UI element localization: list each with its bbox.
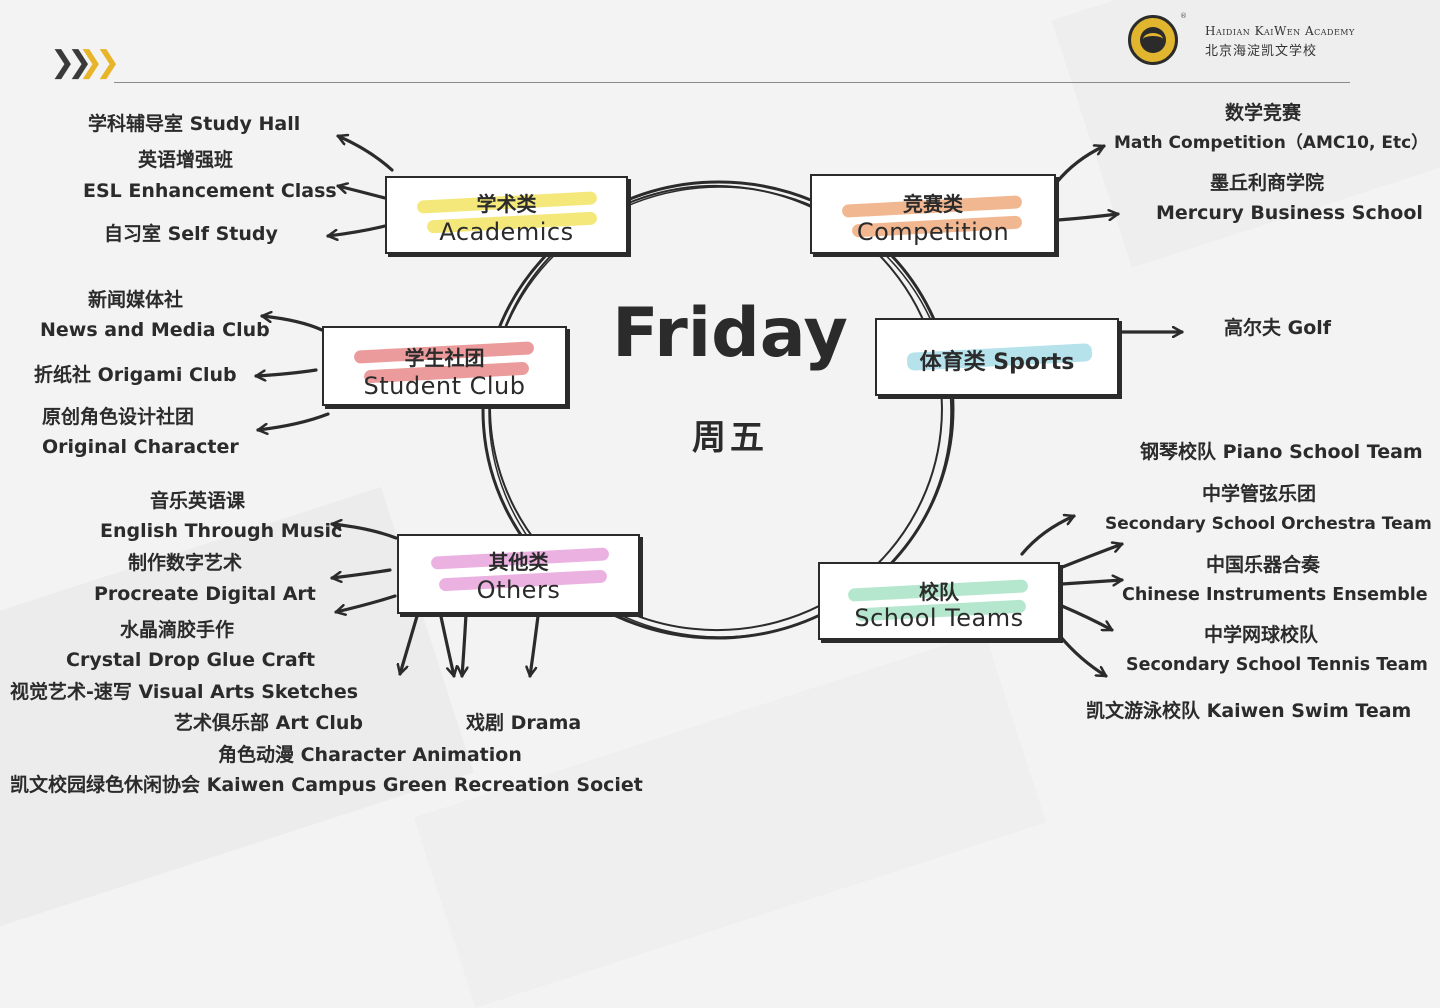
activity-label: 原创角色设计社团 — [42, 406, 195, 428]
activity-label: Crystal Drop Glue Craft — [66, 649, 316, 671]
activity-label: 视觉艺术-速写 Visual Arts Sketches — [10, 681, 359, 703]
arrow — [1055, 146, 1106, 184]
activity-label: 凯文游泳校队 Kaiwen Swim Team — [1086, 700, 1412, 722]
arrow — [1058, 544, 1124, 570]
arrow — [260, 316, 324, 332]
activity-label: 高尔夫 Golf — [1224, 317, 1332, 339]
arrow — [1020, 516, 1076, 556]
arrow — [256, 412, 330, 430]
category-title-en: Competition — [856, 218, 1010, 246]
arrow — [530, 614, 540, 678]
activity-label: 中国乐器合奏 — [1206, 554, 1321, 576]
logo-emblem — [1140, 27, 1166, 53]
activity-label: Math Competition（AMC10, Etc） — [1114, 133, 1429, 153]
arrow — [1058, 634, 1108, 678]
activity-label: Original Character — [42, 436, 239, 458]
arrow — [334, 594, 397, 612]
activity-label: 角色动漫 Character Animation — [218, 744, 522, 766]
category-student-club: 学生社团 Student Club — [322, 326, 567, 406]
category-title-en: Academics — [439, 218, 574, 246]
activity-label: 艺术俱乐部 Art Club — [174, 712, 363, 734]
activity-label: Mercury Business School — [1156, 202, 1423, 224]
school-logo — [1128, 15, 1178, 65]
category-title-en: Others — [476, 576, 561, 604]
registered-mark: ® — [1180, 12, 1187, 20]
activity-label: 英语增强班 — [138, 149, 234, 171]
activity-label: 学科辅导室 Study Hall — [88, 113, 301, 135]
category-title-cn: 学术类 — [476, 192, 537, 216]
day-title: Friday — [612, 294, 848, 373]
activity-label: 中学管弦乐团 — [1202, 483, 1317, 505]
activity-label: 自习室 Self Study — [104, 223, 278, 245]
category-title: 体育类 Sports — [919, 350, 1075, 375]
category-school-teams: 校队 School Teams — [818, 562, 1060, 640]
category-title-en: Student Club — [363, 372, 526, 400]
activity-label: 制作数字艺术 — [128, 552, 243, 574]
arrow — [330, 524, 398, 540]
bird-icon — [1143, 33, 1163, 46]
arrow — [400, 604, 422, 676]
arrow — [336, 136, 394, 172]
activity-label: ESL Enhancement Class — [83, 180, 337, 202]
activity-label: Chinese Instruments Ensemble — [1122, 585, 1428, 605]
arrow — [462, 612, 466, 678]
arrow — [326, 224, 387, 236]
arrow — [438, 610, 454, 678]
activity-label: 凯文校园绿色休闲协会 Kaiwen Campus Green Recreatio… — [10, 774, 643, 796]
activity-label: 中学网球校队 — [1204, 624, 1319, 646]
activity-label: 音乐英语课 — [150, 490, 246, 512]
category-title-cn: 校队 — [919, 580, 959, 604]
activity-label: 钢琴校队 Piano School Team — [1140, 441, 1423, 463]
arrow — [254, 368, 318, 376]
activity-label: 墨丘利商学院 — [1210, 172, 1325, 194]
category-sports: 体育类 Sports — [875, 318, 1119, 396]
school-name: Haidian KaiWen Academy — [1205, 24, 1355, 38]
arrow — [330, 568, 392, 578]
activity-label: Procreate Digital Art — [94, 583, 316, 605]
category-competition: 竞赛类 Competition — [810, 174, 1056, 254]
activity-label: English Through Music — [100, 520, 343, 542]
activity-label: 数学竞赛 — [1225, 102, 1302, 124]
activity-label: Secondary School Tennis Team — [1126, 655, 1428, 675]
activity-label: 新闻媒体社 — [88, 289, 184, 311]
header-divider — [114, 82, 1350, 83]
category-title-cn: 其他类 — [488, 550, 549, 574]
arrow — [1060, 604, 1114, 632]
activity-label: 水晶滴胶手作 — [120, 619, 235, 641]
school-name-cn: 北京海淀凯文学校 — [1205, 44, 1318, 59]
arrow — [1060, 580, 1124, 584]
arrow — [336, 186, 387, 200]
activity-label: 戏剧 Drama — [466, 712, 582, 734]
category-title-cn: 竞赛类 — [903, 192, 963, 216]
activity-label: News and Media Club — [40, 319, 270, 341]
category-title-cn: 学生社团 — [404, 346, 485, 370]
category-others: 其他类 Others — [397, 534, 640, 614]
arrow — [1056, 214, 1120, 222]
activity-label: Secondary School Orchestra Team — [1105, 514, 1432, 534]
category-academics: 学术类 Academics — [385, 176, 628, 254]
day-title-cn: 周五 — [692, 418, 768, 458]
category-title-en: School Teams — [854, 604, 1024, 632]
activity-label: 折纸社 Origami Club — [34, 364, 237, 386]
